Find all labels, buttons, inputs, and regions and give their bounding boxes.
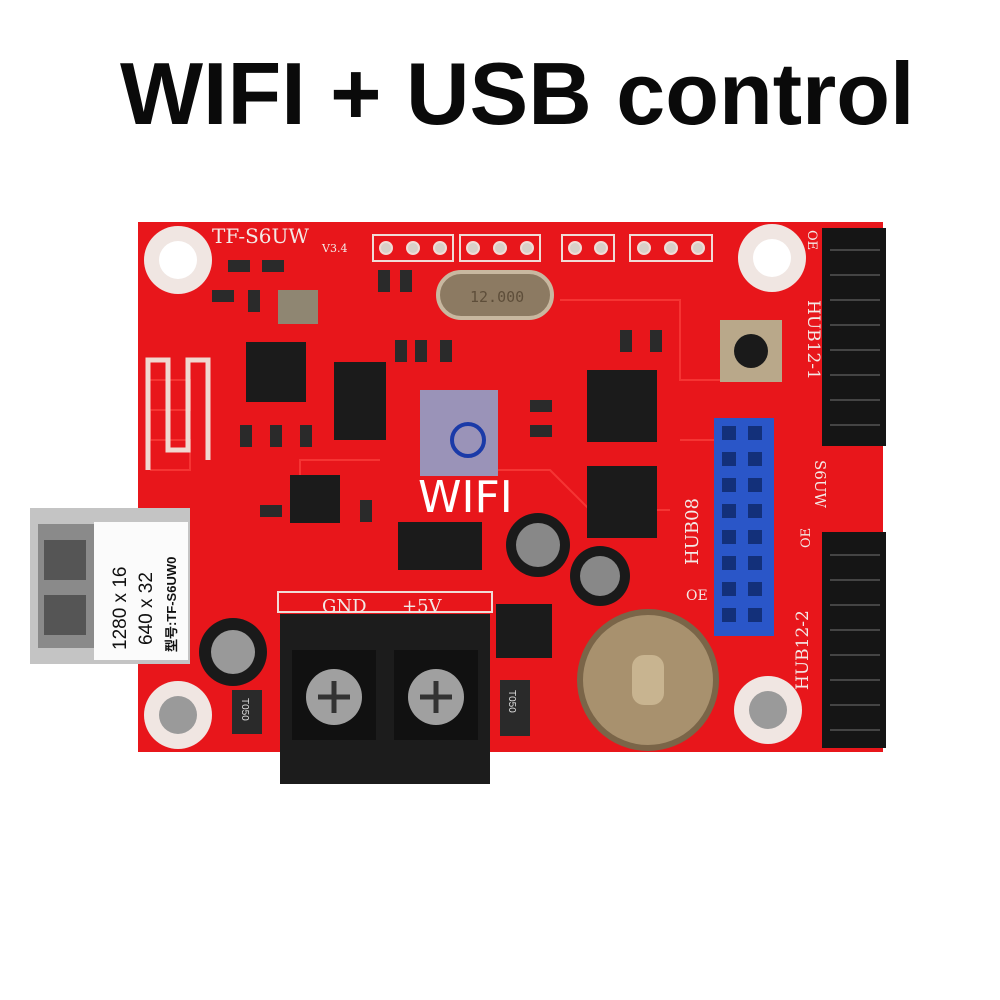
- version-label: V3.4: [321, 242, 347, 255]
- mounting-holes: [144, 224, 806, 749]
- hub12-2-header: [822, 532, 886, 748]
- diode-label-2: T050: [239, 698, 250, 721]
- crystal-label: 12.000: [470, 288, 524, 306]
- hub12-1-header: [822, 228, 886, 446]
- oe-label-1: OE: [686, 588, 708, 604]
- 5v-label: +5V: [402, 596, 443, 617]
- reset-button: [720, 320, 782, 382]
- wifi-overlay-label: WIFI: [418, 472, 513, 523]
- smd-components: [212, 260, 662, 736]
- top-pin-headers: [372, 234, 713, 262]
- sticker-line-1: 1280 x 16: [110, 567, 131, 650]
- oe-label-3: OE: [799, 528, 814, 548]
- mcu-chip: [420, 390, 498, 476]
- hub08-label: HUB08: [682, 498, 703, 565]
- gnd-label: GND: [322, 596, 367, 617]
- sticker-line-2: 640 x 32: [136, 572, 157, 645]
- hub12-1-label: HUB12-1: [803, 300, 823, 380]
- crystal: [436, 270, 554, 320]
- oe-label-2: OE: [804, 230, 819, 250]
- spec-sticker: [94, 522, 188, 660]
- antenna-trace: [145, 357, 211, 470]
- hub12-2-label: HUB12-2: [793, 610, 813, 690]
- power-label-outline: [277, 591, 493, 613]
- headline: WIFI + USB control: [120, 44, 915, 143]
- diode-label-1: T050: [506, 690, 517, 713]
- logo-icon: [450, 422, 486, 458]
- battery-holder: [577, 609, 719, 751]
- hub08-header: [714, 418, 774, 636]
- power-terminal-block: [280, 614, 490, 784]
- capacitors: [199, 513, 630, 686]
- chips: [246, 290, 657, 658]
- header-pins: [830, 249, 880, 731]
- side-model-label: S6UW: [811, 460, 829, 508]
- sticker-line-3: 型号:TF-S6UW0: [164, 557, 179, 652]
- model-label: TF-S6UW: [212, 224, 309, 248]
